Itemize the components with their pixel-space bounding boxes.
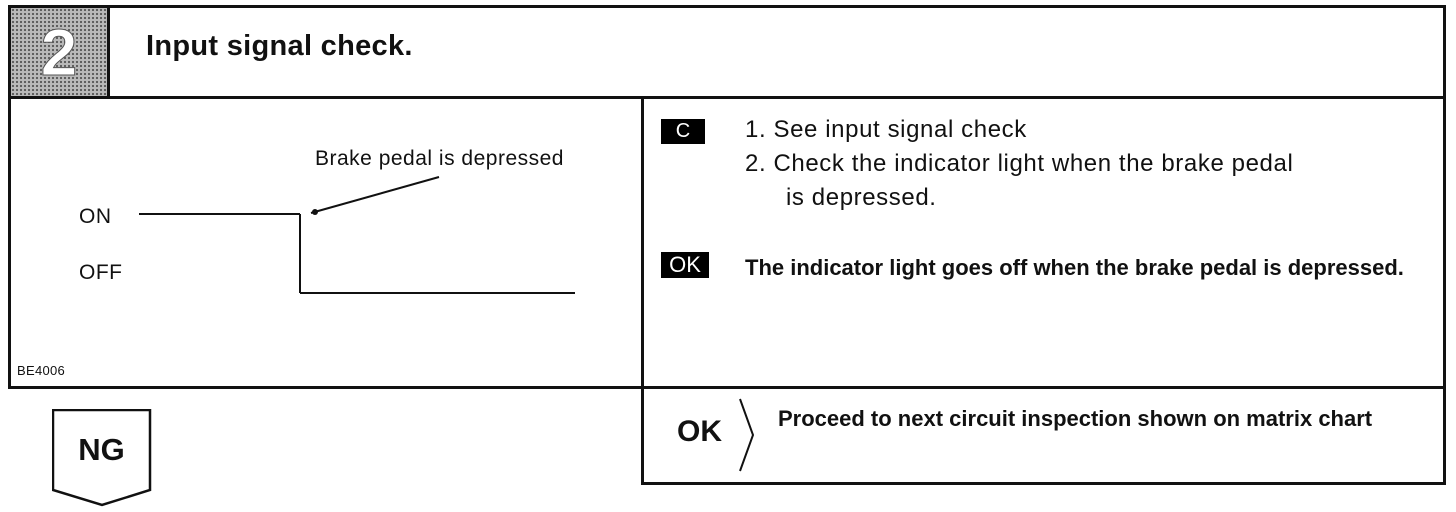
- ng-branch-label: NG: [78, 432, 125, 467]
- ok-branch-box: OK Proceed to next circuit inspection sh…: [641, 387, 1446, 485]
- figure-id: BE4006: [17, 363, 66, 378]
- off-label: OFF: [79, 261, 123, 284]
- step-header: 2 Input signal check.: [8, 5, 1446, 99]
- signal-diagram: [139, 176, 575, 294]
- check-step-2-continued: is depressed.: [786, 184, 937, 211]
- check-badge: C: [661, 119, 705, 144]
- step-number: 2: [40, 15, 78, 90]
- ng-arrow-icon: [52, 409, 152, 507]
- ok-branch-label: OK: [677, 415, 722, 448]
- chevron-right-icon: [739, 398, 755, 472]
- leader-line: [310, 176, 440, 214]
- check-step-1: 1. See input signal check: [745, 116, 1027, 143]
- brake-pedal-annotation: Brake pedal is depressed: [315, 147, 564, 170]
- leader-dot: [312, 209, 318, 215]
- step-title: Input signal check.: [146, 30, 413, 62]
- ok-result-text: The indicator light goes off when the br…: [745, 255, 1404, 280]
- ok-branch-text: Proceed to next circuit inspection shown…: [778, 406, 1373, 431]
- check-step-2: 2. Check the indicator light when the br…: [745, 150, 1294, 177]
- ok-badge: OK: [661, 252, 709, 278]
- step-number-box: 2: [11, 8, 110, 96]
- signal-diagram-panel: Brake pedal is depressed ON OFF BE4006: [8, 97, 644, 389]
- on-label: ON: [79, 205, 112, 228]
- check-panel: C 1. See input signal check 2. Check the…: [641, 97, 1446, 389]
